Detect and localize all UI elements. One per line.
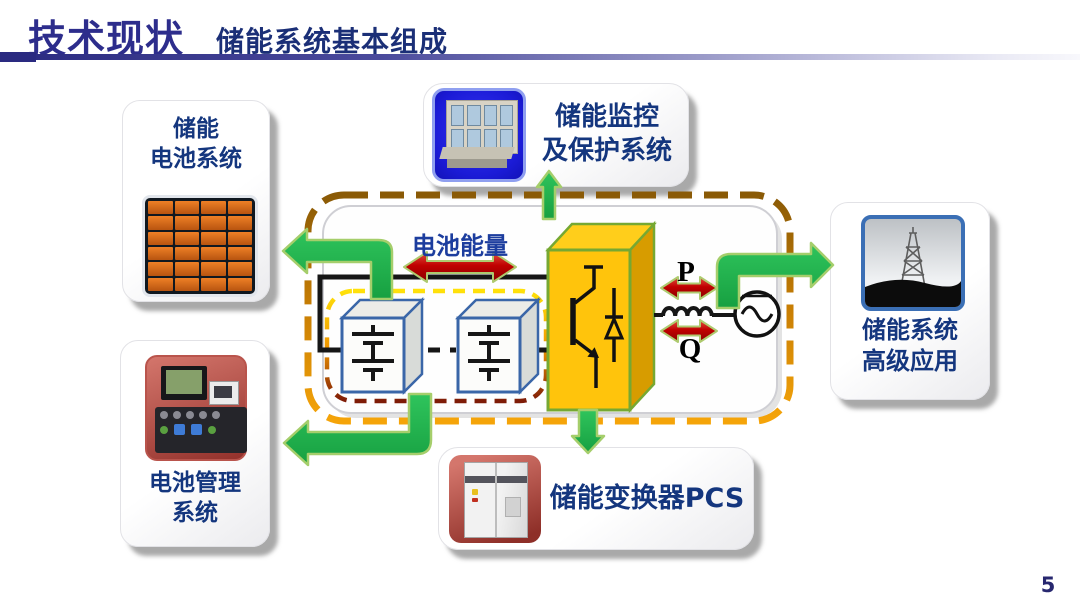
page-subtitle: 储能系统基本组成	[216, 25, 449, 58]
reactive-power-label: Q	[678, 333, 702, 365]
card-pcs: 储能变换器PCS	[438, 447, 754, 550]
application-label-line1: 储能系统	[862, 316, 958, 344]
battery-system-label-line2: 电池系统	[150, 145, 242, 172]
title-underline	[0, 54, 1080, 60]
active-power-label: P	[677, 256, 695, 288]
application-label: 储能系统 高级应用	[831, 315, 989, 377]
monitoring-label-line2: 及保护系统	[541, 136, 672, 166]
igbt-arrow	[587, 347, 599, 358]
pcs-cabinet-icon	[449, 454, 541, 543]
card-application: 储能系统 高级应用	[830, 202, 990, 400]
bms-label-line1: 电池管理	[149, 470, 241, 496]
inductor-icon	[661, 306, 714, 317]
card-battery-system: 储能 电池系统	[122, 100, 270, 302]
page-title: 技术现状	[28, 17, 185, 61]
bms-label: 电池管理 系统	[121, 469, 269, 529]
battery-system-label-line1: 储能	[173, 116, 219, 142]
battery-system-label: 储能 电池系统	[123, 115, 269, 175]
battery-energy-label: 电池能量	[412, 232, 508, 260]
card-bms: 电池管理 系统	[120, 340, 270, 547]
page-number: 5	[1040, 573, 1056, 597]
battery-module-icon	[338, 296, 426, 396]
ac-source-icon	[733, 290, 781, 338]
application-label-line2: 高级应用	[862, 347, 958, 376]
monitoring-label: 储能监控 及保护系统	[526, 101, 688, 169]
flow-arrow-to-battery-system	[281, 227, 394, 301]
control-console-icon	[432, 88, 526, 182]
card-monitoring: 储能监控 及保护系统	[423, 83, 689, 187]
igbt-symbol-icon	[570, 265, 625, 388]
bms-device-icon	[145, 355, 247, 461]
flow-arrow-to-application	[715, 241, 835, 310]
title-underline-cap	[0, 52, 36, 62]
battery-symbol-icon	[352, 325, 394, 381]
transmission-tower-icon	[861, 215, 965, 311]
monitoring-label-line1: 储能监控	[554, 102, 659, 133]
pcs-label: 储能变换器PCS	[549, 482, 745, 514]
bms-label-line2: 系统	[172, 499, 218, 526]
flow-arrow-to-bms	[282, 392, 433, 467]
battery-rack-icon	[142, 195, 258, 297]
